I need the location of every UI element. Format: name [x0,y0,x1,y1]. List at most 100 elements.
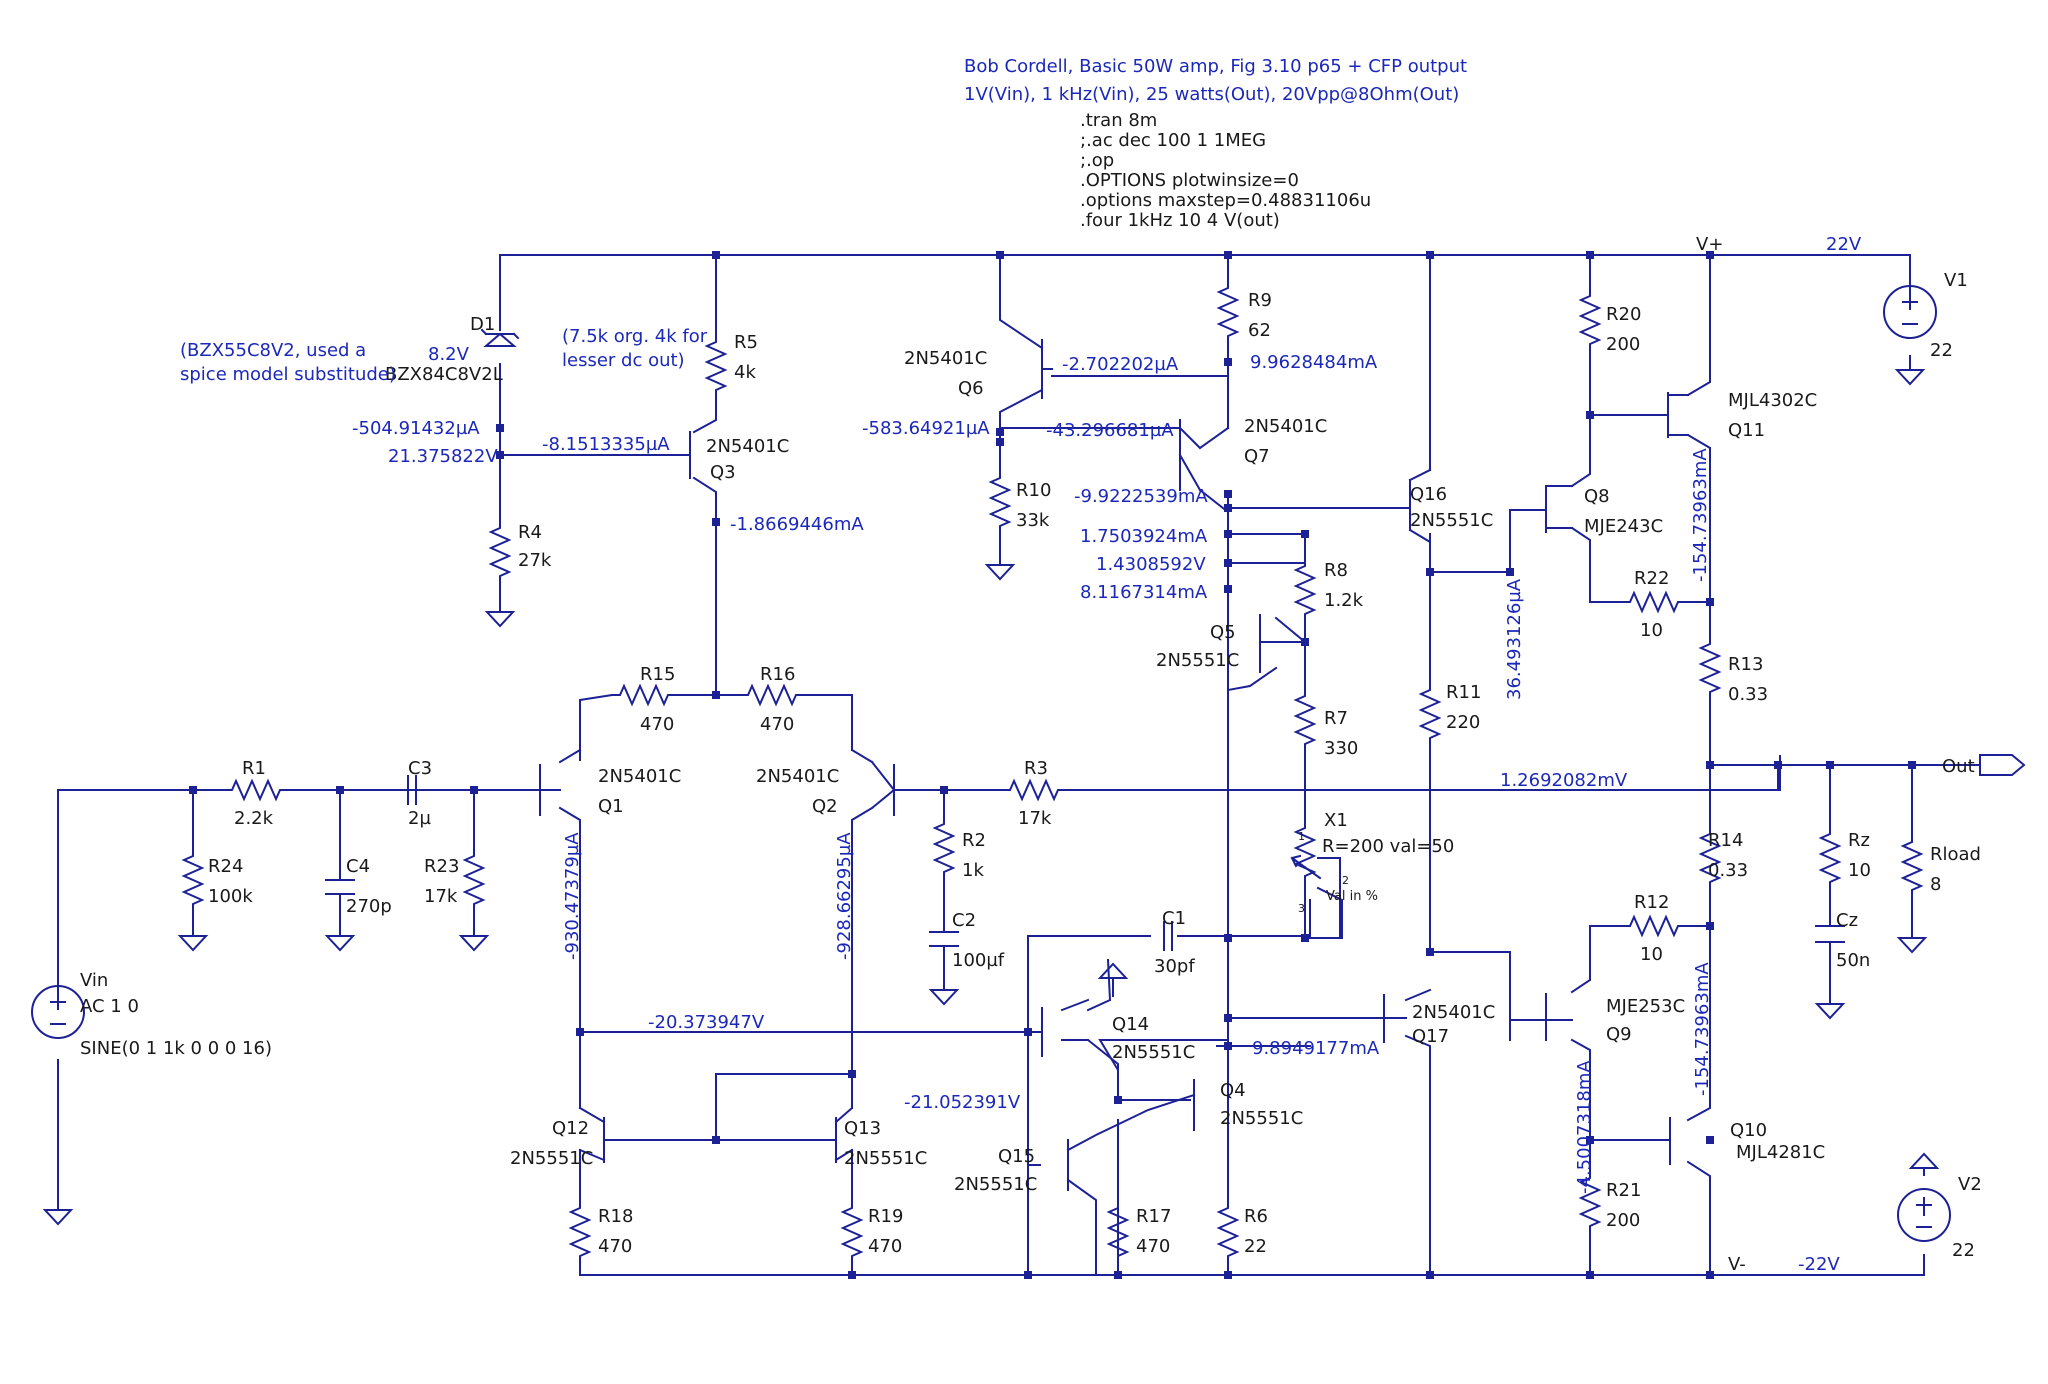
r12-value: 10 [1640,944,1663,965]
r19-value: 470 [868,1236,902,1257]
q12-ref: Q12 [552,1118,589,1139]
meas-out-v: 1.2692082mV [1500,770,1628,791]
q11-ref: Q11 [1728,420,1765,441]
r23-ref: R23 [424,856,459,877]
resistor-r19 [842,1199,862,1265]
d1-note-1: (BZX55C8V2, used a [180,340,366,361]
transistor-q5 [1259,614,1277,673]
meas-r9-i: 9.9628484mA [1250,352,1378,373]
r21-value: 200 [1606,1210,1640,1231]
wires [57,254,1981,1276]
c2-value: 100µf [952,950,1005,971]
r1-ref: R1 [242,758,266,779]
d1-voltage: 8.2V [428,344,470,365]
meas-m1: 1.7503924mA [1080,526,1208,547]
header: Bob Cordell, Basic 50W amp, Fig 3.10 p65… [964,56,1467,105]
d1-ref: D1 [470,314,495,335]
resistor-rz [1820,825,1840,891]
r24-ref: R24 [208,856,243,877]
q8-value: MJE243C [1584,516,1663,537]
transistors [539,339,1689,1191]
resistor-r12 [1621,916,1687,936]
q5-value: 2N5551C [1156,650,1239,671]
spice-directives: .tran 8m ;.ac dec 100 1 1MEG ;.op .OPTIO… [1080,110,1371,231]
meas-q6-ib: -583.64921µA [862,418,990,439]
r12-ref: R12 [1634,892,1669,913]
transistor-q12 [578,1106,606,1163]
potentiometer-x1 [1290,819,1341,939]
r8-ref: R8 [1324,560,1348,581]
r3-value: 17k [1018,808,1052,829]
q17-value: 2N5401C [1412,1002,1495,1023]
r14-ref: R14 [1708,830,1743,851]
q9-value: MJE253C [1606,996,1685,1017]
transistor-q14 [1041,998,1090,1057]
net-labels: V+ 22V V- -22V Out [1696,234,1975,1275]
out-label: Out [1942,756,1975,777]
meas-q4-i: 9.8949177mA [1252,1038,1380,1059]
r15-value: 470 [640,714,674,735]
q3-ref: Q3 [710,462,736,483]
r19-ref: R19 [868,1206,903,1227]
capacitors [325,775,1845,951]
measurements: -504.91432µA 21.375822V -8.1513335µA -1.… [352,352,1713,1194]
directive-4: .OPTIONS plotwinsize=0 [1080,170,1299,191]
q6-value: 2N5401C [904,348,987,369]
directive-1: .tran 8m [1080,110,1157,131]
r10-value: 33k [1016,510,1050,531]
resistor-r13 [1700,635,1720,701]
c3-ref: C3 [408,758,432,779]
q8-ref: Q8 [1584,486,1610,507]
meas-q3-ic: -1.8669446mA [730,514,864,535]
resistor-r9 [1218,279,1238,345]
junctions [189,251,1916,1279]
transistor-q9 [1509,993,1547,1041]
transistor-q2 [870,760,896,816]
rload-value: 8 [1930,874,1941,895]
vin-ref: Vin [80,970,108,991]
vminus-label: V- [1728,1254,1746,1275]
q16-value: 2N5551C [1410,510,1493,531]
r20-ref: R20 [1606,304,1641,325]
r10-ref: R10 [1016,480,1051,501]
meas-q16-i: 36.493126µA [1504,578,1525,700]
r17-value: 470 [1136,1236,1170,1257]
meas-q11-i: -154.73963mA [1690,448,1711,582]
r17-ref: R17 [1136,1206,1171,1227]
transistor-q17 [1383,988,1432,1101]
v2-ref: V2 [1958,1174,1982,1195]
q9-ref: Q9 [1606,1024,1632,1045]
q5-ref: Q5 [1210,622,1236,643]
r2-value: 1k [962,860,984,881]
resistor-r11 [1420,681,1440,747]
q10-ref: Q10 [1730,1120,1767,1141]
q15-value: 2N5551C [954,1174,1037,1195]
c1-value: 30pf [1154,956,1195,977]
q17-ref: Q17 [1412,1026,1449,1047]
r7-ref: R7 [1324,708,1348,729]
r15-ref: R15 [640,664,675,685]
component-labels: D1 8.2V BZX84C8V2L (BZX55C8V2, used a sp… [80,270,1982,1261]
r21-ref: R21 [1606,1180,1641,1201]
x1-pin1: 1 [1298,830,1305,843]
r18-ref: R18 [598,1206,633,1227]
r13-value: 0.33 [1728,684,1768,705]
r13-ref: R13 [1728,654,1763,675]
r7-value: 330 [1324,738,1358,759]
resistor-r2 [934,815,954,881]
r6-value: 22 [1244,1236,1267,1257]
grounds [44,369,1940,1225]
meas-q6-ic: -2.702202µA [1062,354,1179,375]
capacitor-c3 [407,775,431,805]
q3-value: 2N5401C [706,436,789,457]
meas-m2: 1.4308592V [1096,554,1206,575]
meas-q10-i: -154.73963mA [1692,962,1713,1096]
q7-value: 2N5401C [1244,416,1327,437]
q13-ref: Q13 [844,1118,881,1139]
r9-value: 62 [1248,320,1271,341]
vplus-value: 22V [1826,234,1862,255]
transistor-q3 [669,431,691,479]
q4-ref: Q4 [1220,1080,1246,1101]
r11-ref: R11 [1446,682,1481,703]
q16-ref: Q16 [1410,484,1447,505]
